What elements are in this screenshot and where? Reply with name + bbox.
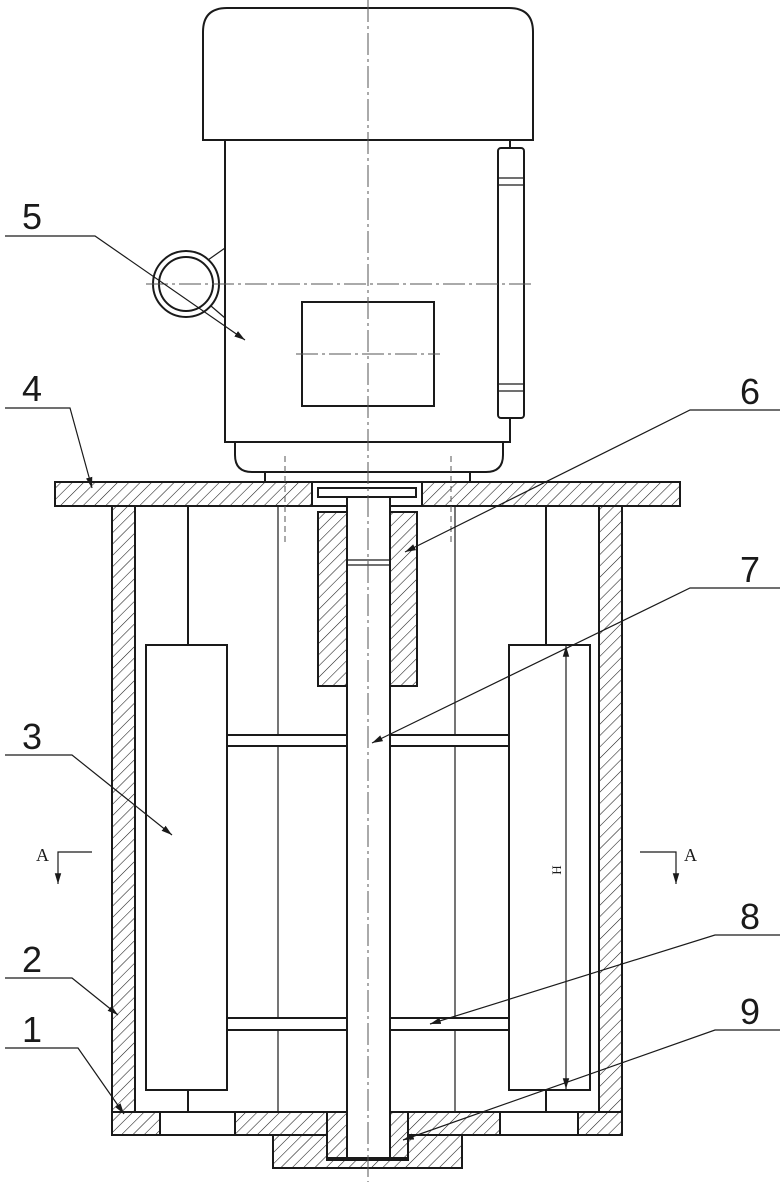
- section-mark-left: A: [36, 845, 92, 884]
- bottom-bearing-left: [327, 1112, 347, 1158]
- motor-neck-line: [211, 306, 225, 318]
- section-line: [640, 852, 676, 884]
- plate-left-section: [55, 482, 312, 506]
- base-segment: [112, 1112, 160, 1135]
- container-right-wall: [599, 506, 622, 1112]
- callout-6: 6: [740, 371, 760, 412]
- section-line: [58, 852, 92, 884]
- motor-bottom-cap: [235, 442, 503, 472]
- plate-bearing: [318, 488, 416, 497]
- callout-9: 9: [740, 991, 760, 1032]
- callout-2: 2: [22, 939, 42, 980]
- coupling-right: [390, 512, 417, 686]
- motor-neck-line: [208, 248, 225, 260]
- base-opening: [500, 1112, 578, 1135]
- bottom-bearing-right: [390, 1112, 408, 1158]
- lower-crossbar: [390, 1018, 509, 1030]
- callout-7: 7: [740, 549, 760, 590]
- callout-1: 1: [22, 1009, 42, 1050]
- section-mark-right: A: [640, 845, 697, 884]
- section-label: A: [36, 845, 49, 865]
- coupling-left: [318, 512, 347, 686]
- base-segment: [578, 1112, 622, 1135]
- motor: [153, 8, 533, 482]
- base-segment: [408, 1112, 500, 1135]
- callout-4: 4: [22, 368, 42, 409]
- leader-1: [5, 1048, 124, 1114]
- callout-5: 5: [22, 196, 42, 237]
- base-opening: [160, 1112, 235, 1135]
- upper-crossbar: [390, 735, 509, 746]
- container-left-wall: [112, 506, 135, 1112]
- plate-right-section: [422, 482, 680, 506]
- leader-4: [5, 408, 92, 488]
- callout-3: 3: [22, 716, 42, 757]
- section-label: A: [684, 845, 697, 865]
- dimension-label: H: [549, 865, 564, 874]
- left-block: [146, 645, 227, 1090]
- callout-8: 8: [740, 896, 760, 937]
- upper-crossbar: [227, 735, 347, 746]
- base-segment: [235, 1112, 327, 1135]
- motor-terminal-strip: [498, 148, 524, 418]
- lower-crossbar: [227, 1018, 347, 1030]
